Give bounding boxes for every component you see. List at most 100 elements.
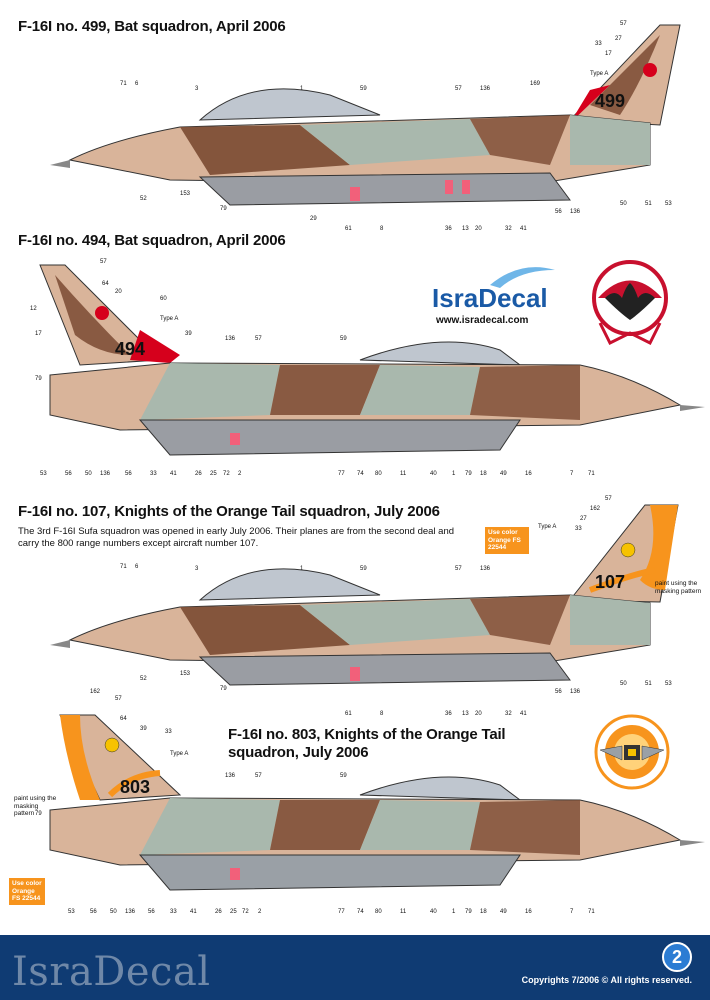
svg-text:6: 6 [135, 81, 139, 87]
footer-bar: IsraDecal 2 Copyrights 7/2006 © All righ… [0, 935, 710, 1000]
svg-text:40: 40 [430, 909, 437, 915]
orange-tail-squadron-badge [594, 714, 670, 790]
svg-text:33: 33 [575, 526, 582, 532]
svg-text:77: 77 [338, 909, 345, 915]
svg-text:162: 162 [590, 506, 601, 512]
orange-color-callout-107: Use color Orange FS 22544 [485, 527, 529, 554]
orange-color-callout-803: Use color Orange FS 22544 [9, 878, 45, 905]
svg-text:57: 57 [605, 496, 612, 502]
brand-name: IsraDecal [432, 283, 548, 313]
svg-text:71: 71 [120, 564, 127, 570]
svg-text:136: 136 [570, 689, 581, 695]
svg-text:153: 153 [180, 671, 191, 677]
svg-text:64: 64 [102, 281, 109, 287]
svg-text:6: 6 [135, 564, 139, 570]
tail-number-494: 494 [115, 339, 145, 359]
svg-text:25: 25 [230, 909, 237, 915]
paint-pattern-note-803: paint using the masking pattern [14, 795, 57, 817]
svg-text:79: 79 [35, 376, 42, 382]
tail-number-107: 107 [595, 572, 625, 592]
svg-text:20: 20 [475, 226, 482, 232]
svg-text:18: 18 [480, 909, 487, 915]
svg-text:52: 52 [140, 676, 147, 682]
svg-text:50: 50 [620, 681, 627, 687]
svg-text:50: 50 [620, 201, 627, 207]
svg-text:39: 39 [185, 331, 192, 337]
svg-text:52: 52 [140, 196, 147, 202]
title-jet-499: F-16I no. 499, Bat squadron, April 2006 [18, 18, 286, 35]
svg-text:25: 25 [210, 471, 217, 477]
copyright-text: Copyrights 7/2006 © All rights reserved. [521, 975, 692, 985]
svg-text:33: 33 [595, 41, 602, 47]
svg-text:61: 61 [345, 711, 352, 717]
svg-text:3: 3 [195, 566, 199, 572]
svg-text:136: 136 [125, 909, 136, 915]
svg-text:13: 13 [462, 226, 469, 232]
svg-text:64: 64 [120, 716, 127, 722]
svg-text:136: 136 [480, 86, 491, 92]
svg-text:7: 7 [570, 909, 574, 915]
svg-text:13: 13 [462, 711, 469, 717]
svg-text:51: 51 [645, 201, 652, 207]
svg-text:36: 36 [445, 226, 452, 232]
svg-text:Type A: Type A [160, 316, 178, 322]
svg-text:3: 3 [195, 86, 199, 92]
svg-text:1: 1 [452, 909, 456, 915]
svg-text:153: 153 [180, 191, 191, 197]
svg-text:74: 74 [357, 471, 364, 477]
svg-text:79: 79 [465, 471, 472, 477]
svg-text:79: 79 [220, 206, 227, 212]
svg-text:33: 33 [165, 729, 172, 735]
svg-text:80: 80 [375, 471, 382, 477]
svg-text:18: 18 [480, 471, 487, 477]
svg-text:74: 74 [357, 909, 364, 915]
svg-text:79: 79 [465, 909, 472, 915]
svg-text:8: 8 [380, 711, 384, 717]
svg-text:2: 2 [238, 471, 242, 477]
svg-text:1: 1 [452, 471, 456, 477]
svg-text:Type A: Type A [170, 751, 188, 757]
svg-text:71: 71 [120, 81, 127, 87]
svg-text:79: 79 [220, 686, 227, 692]
svg-text:1: 1 [300, 86, 304, 92]
svg-text:57: 57 [255, 773, 262, 779]
svg-text:162: 162 [90, 689, 101, 695]
svg-text:72: 72 [242, 909, 249, 915]
svg-text:59: 59 [340, 336, 347, 342]
svg-text:41: 41 [170, 471, 177, 477]
svg-text:11: 11 [400, 909, 407, 915]
title-jet-494: F-16I no. 494, Bat squadron, April 2006 [18, 232, 286, 249]
svg-text:50: 50 [110, 909, 117, 915]
svg-text:49: 49 [500, 471, 507, 477]
svg-text:20: 20 [115, 289, 122, 295]
svg-text:56: 56 [90, 909, 97, 915]
svg-text:136: 136 [570, 209, 581, 215]
svg-text:136: 136 [225, 773, 236, 779]
svg-text:60: 60 [160, 296, 167, 302]
svg-text:39: 39 [140, 726, 147, 732]
svg-text:59: 59 [360, 86, 367, 92]
svg-text:Type A: Type A [538, 524, 556, 530]
svg-text:57: 57 [455, 566, 462, 572]
svg-text:57: 57 [455, 86, 462, 92]
svg-text:11: 11 [400, 471, 407, 477]
title-jet-107: F-16I no. 107, Knights of the Orange Tai… [18, 503, 440, 520]
svg-text:71: 71 [588, 909, 595, 915]
svg-text:20: 20 [475, 711, 482, 717]
svg-text:136: 136 [480, 566, 491, 572]
svg-text:49: 49 [500, 909, 507, 915]
footer-brand: IsraDecal [12, 949, 211, 995]
svg-text:16: 16 [525, 909, 532, 915]
brand-url: www.isradecal.com [436, 315, 529, 326]
svg-text:79: 79 [35, 811, 42, 817]
svg-text:61: 61 [345, 226, 352, 232]
svg-text:Type A: Type A [590, 71, 608, 77]
svg-text:136: 136 [225, 336, 236, 342]
svg-text:17: 17 [605, 51, 612, 57]
title-jet-803: F-16I no. 803, Knights of the Orange Tai… [228, 726, 506, 761]
